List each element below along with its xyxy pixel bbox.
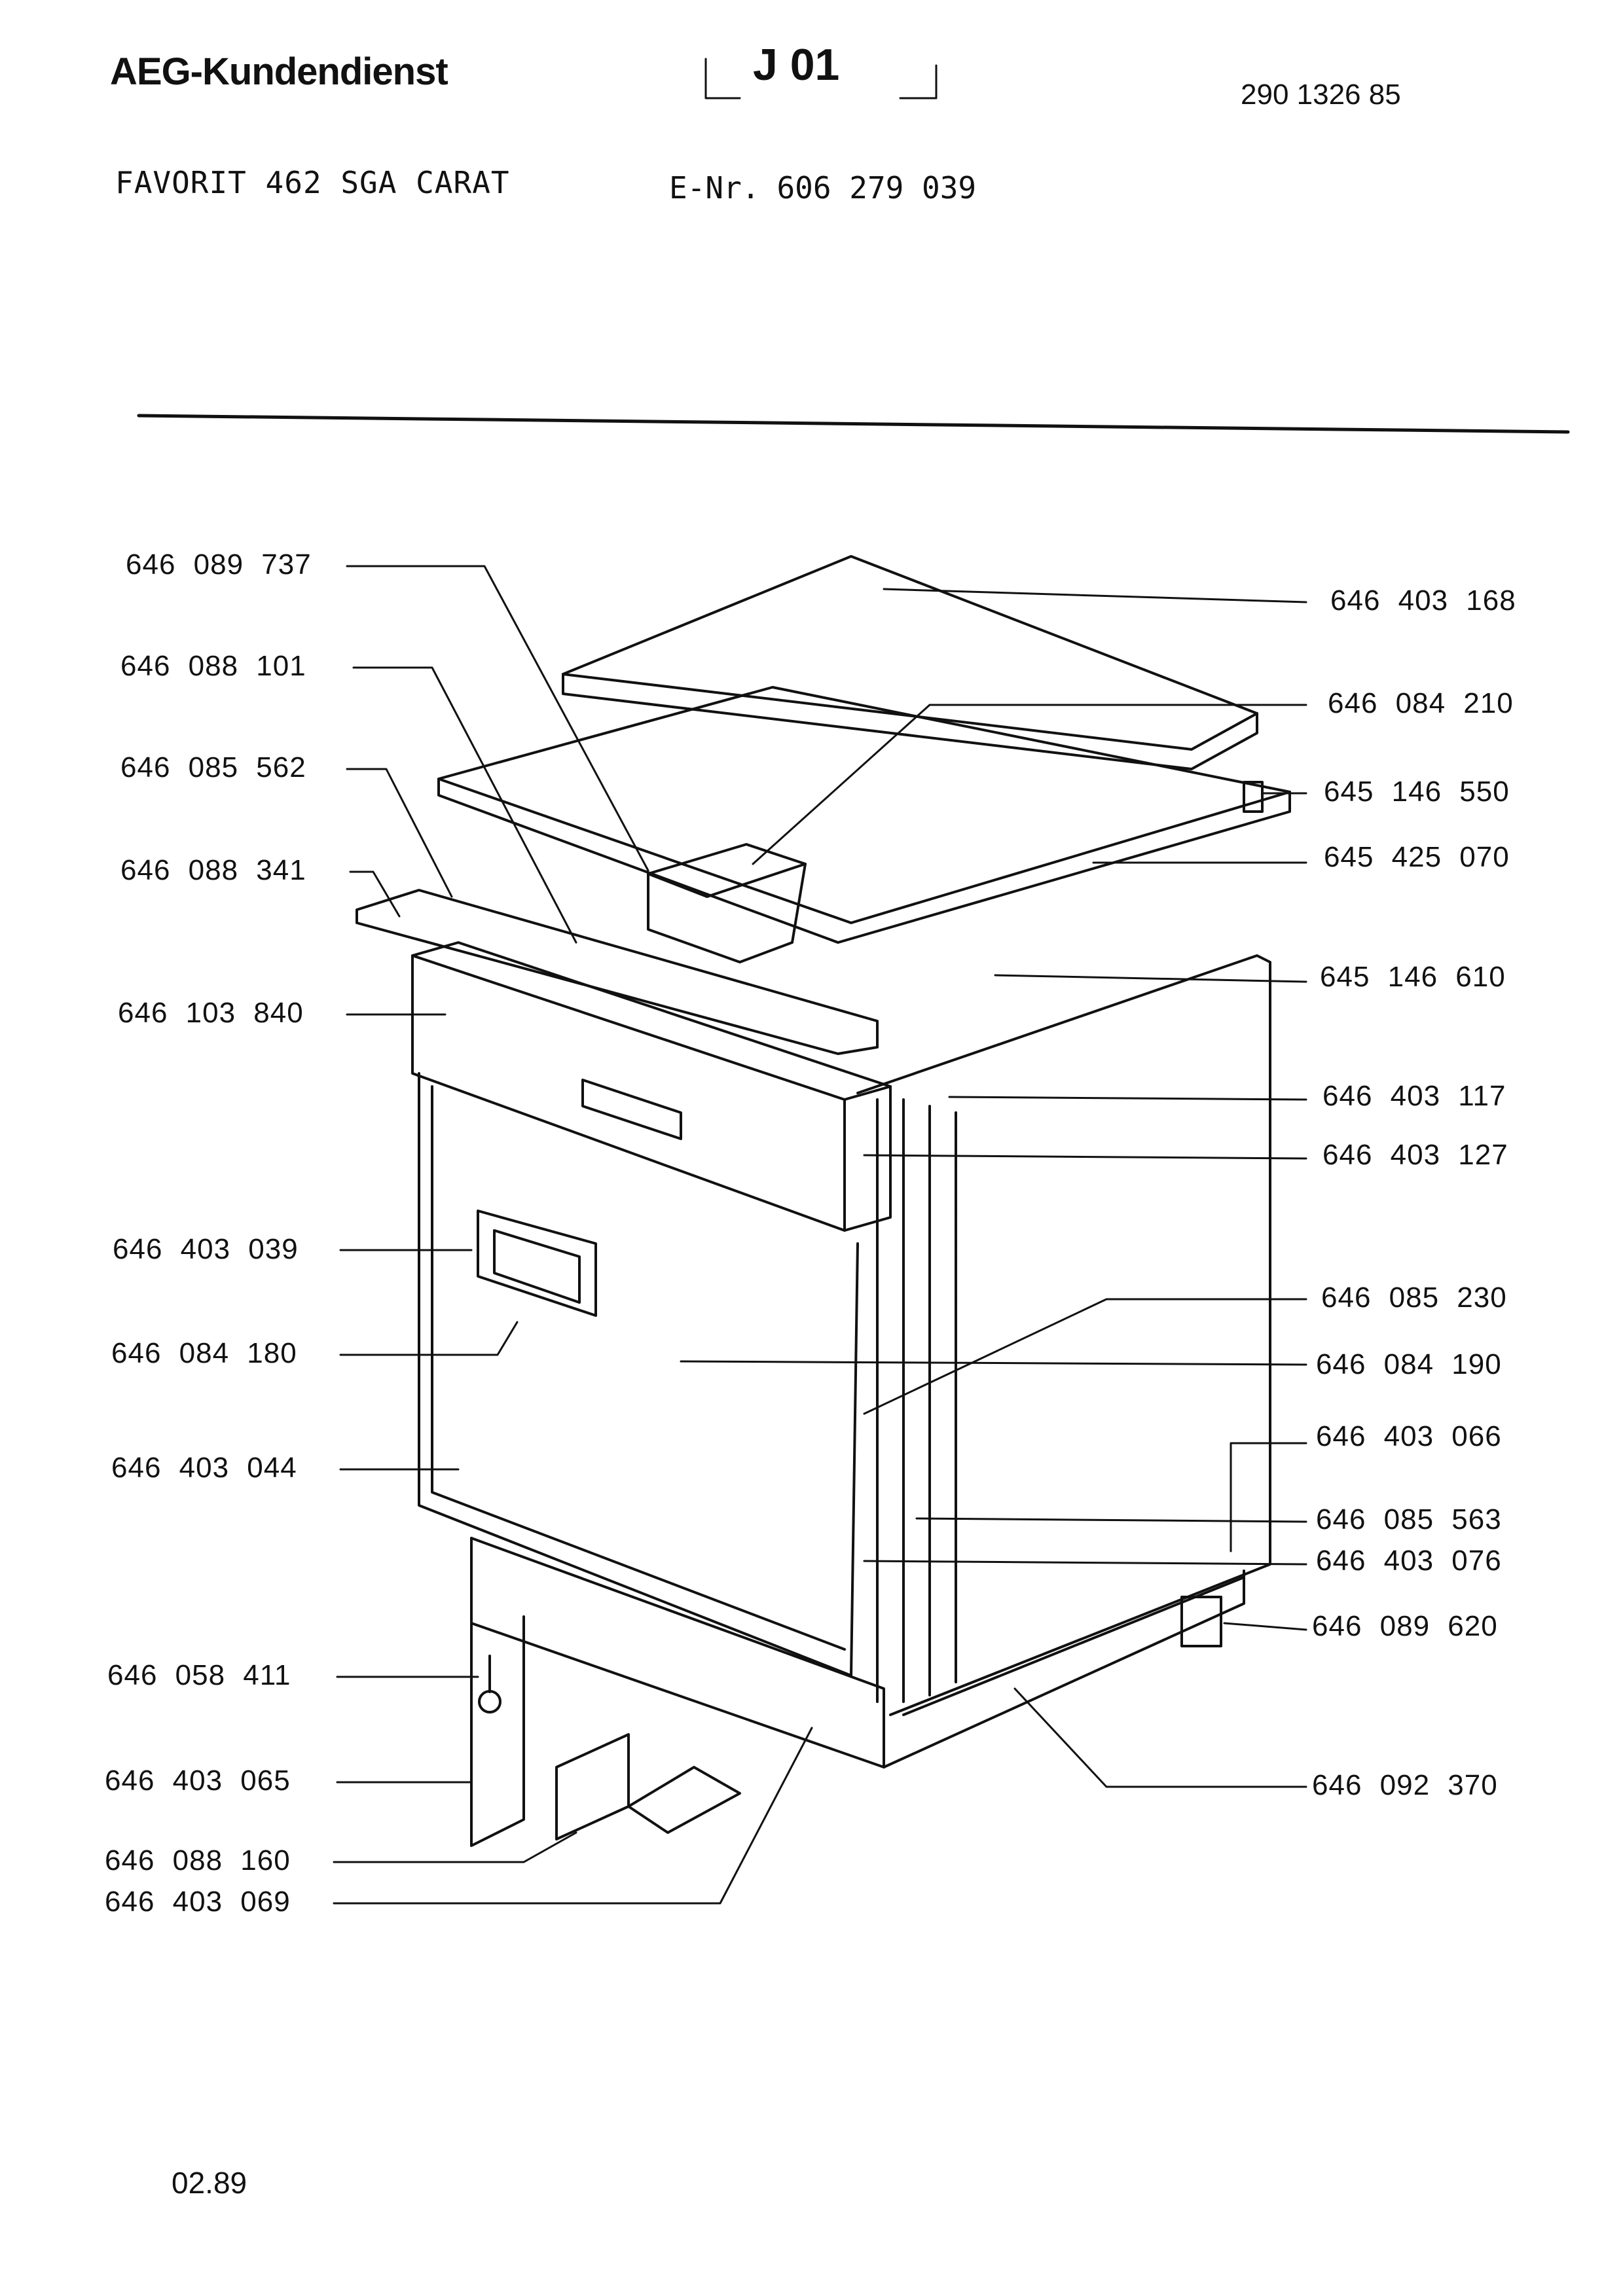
part-label: 646 403 168 bbox=[1330, 584, 1516, 617]
part-label: 646 103 840 bbox=[118, 997, 304, 1029]
part-label: 645 425 070 bbox=[1324, 841, 1510, 873]
brand-title: AEG-Kundendienst bbox=[110, 50, 448, 93]
document-number: 290 1326 85 bbox=[1241, 79, 1401, 111]
sheet-code: J 01 bbox=[753, 40, 840, 90]
worktop bbox=[562, 555, 1258, 770]
part-label: 646 403 039 bbox=[113, 1233, 299, 1265]
part-label: 646 088 101 bbox=[120, 650, 306, 682]
leader-lines-right bbox=[680, 588, 1307, 1788]
door-hinge bbox=[1180, 1596, 1222, 1647]
part-label: 646 088 341 bbox=[120, 854, 306, 886]
cabinet-side bbox=[856, 954, 1271, 1716]
part-label: 646 085 563 bbox=[1316, 1503, 1502, 1535]
adjusting-screw bbox=[478, 1690, 501, 1713]
part-label: 646 403 127 bbox=[1322, 1139, 1508, 1171]
part-label: 646 403 076 bbox=[1316, 1545, 1502, 1577]
base-frame bbox=[470, 1537, 1245, 1847]
part-label: 646 084 180 bbox=[111, 1337, 297, 1369]
part-label: 646 089 620 bbox=[1312, 1610, 1498, 1642]
part-label: 646 058 411 bbox=[107, 1659, 291, 1691]
part-label: 646 403 066 bbox=[1316, 1420, 1502, 1452]
latch-bracket bbox=[1243, 781, 1264, 813]
part-label: 646 084 190 bbox=[1316, 1348, 1502, 1380]
top-front-rail bbox=[356, 889, 879, 1055]
part-label: 646 403 044 bbox=[111, 1452, 297, 1484]
part-label: 645 146 610 bbox=[1320, 961, 1506, 993]
part-label: 646 085 562 bbox=[120, 751, 306, 783]
revision-date: 02.89 bbox=[172, 2166, 247, 2200]
part-label: 646 092 370 bbox=[1312, 1769, 1498, 1801]
header-divider bbox=[137, 414, 1570, 434]
part-label: 645 146 550 bbox=[1324, 776, 1510, 808]
part-label: 646 085 230 bbox=[1321, 1282, 1507, 1314]
part-label: 646 403 065 bbox=[105, 1765, 291, 1797]
enr-value: 606 279 039 bbox=[776, 170, 977, 206]
model-name: FAVORIT 462 SGA CARAT bbox=[115, 165, 510, 200]
part-label: 646 084 210 bbox=[1328, 687, 1514, 719]
top-cover bbox=[437, 686, 1291, 944]
sheet-bracket-left bbox=[704, 58, 741, 99]
leader-lines-left bbox=[333, 565, 813, 1905]
door bbox=[418, 1072, 859, 1677]
control-unit bbox=[647, 843, 807, 963]
part-label: 646 088 160 bbox=[105, 1844, 291, 1876]
control-panel bbox=[411, 941, 892, 1232]
part-label: 646 403 069 bbox=[105, 1886, 291, 1918]
sheet-bracket-right bbox=[899, 64, 938, 99]
part-label: 646 089 737 bbox=[126, 548, 312, 581]
part-label: 646 403 117 bbox=[1322, 1080, 1506, 1112]
enr-line: E-Nr. 606 279 039 bbox=[669, 170, 976, 206]
enr-label: E-Nr. bbox=[669, 170, 760, 206]
